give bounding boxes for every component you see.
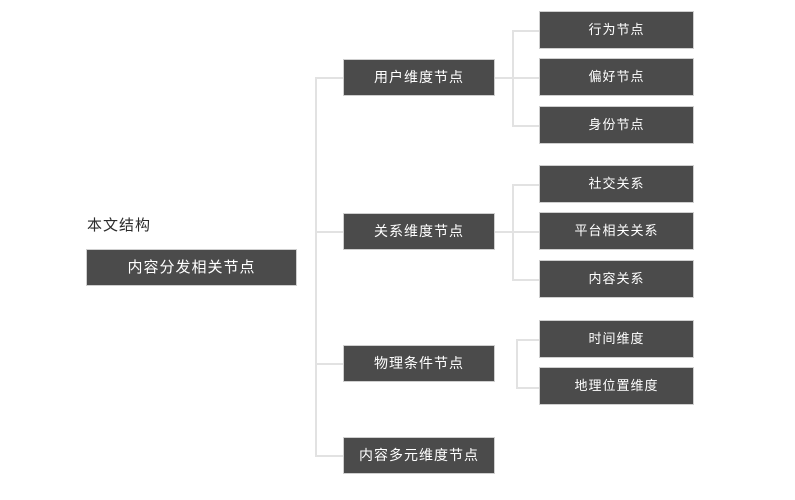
- branch-1-child-stub-1: [512, 30, 539, 32]
- branch-3-child-stub-1: [516, 339, 539, 341]
- branch-node-3[interactable]: 物理条件节点: [343, 345, 495, 382]
- trunk-stub-1: [315, 77, 344, 79]
- branch-2-child-stub-2: [512, 231, 539, 233]
- trunk-vertical-line: [315, 77, 317, 457]
- trunk-stub-4: [315, 455, 344, 457]
- leaf-node-1-3[interactable]: 身份节点: [539, 106, 694, 144]
- trunk-stub-2: [315, 231, 344, 233]
- leaf-node-3-1[interactable]: 时间维度: [539, 320, 694, 358]
- leaf-node-1-1-label: 行为节点: [588, 22, 645, 38]
- branch-2-stub: [495, 231, 512, 233]
- leaf-node-1-3-label: 身份节点: [588, 117, 645, 133]
- root-node-label: 内容分发相关节点: [127, 258, 256, 276]
- branch-node-1-label: 用户维度节点: [374, 69, 464, 86]
- leaf-node-3-2[interactable]: 地理位置维度: [539, 367, 694, 405]
- diagram-caption: 本文结构: [87, 216, 152, 234]
- branch-node-2[interactable]: 关系维度节点: [343, 213, 495, 250]
- branch-1-stub: [495, 77, 512, 79]
- branch-node-2-label: 关系维度节点: [374, 223, 464, 240]
- leaf-node-2-1[interactable]: 社交关系: [539, 165, 694, 203]
- branch-2-child-stub-3: [512, 279, 539, 281]
- leaf-node-1-2-label: 偏好节点: [588, 69, 645, 85]
- leaf-node-2-2[interactable]: 平台相关关系: [539, 212, 694, 250]
- leaf-node-3-1-label: 时间维度: [588, 331, 645, 347]
- root-node[interactable]: 内容分发相关节点: [86, 249, 297, 286]
- branch-1-child-stub-2: [512, 77, 539, 79]
- branch-1-child-stub-3: [512, 125, 539, 127]
- leaf-node-2-1-label: 社交关系: [588, 176, 645, 192]
- leaf-node-2-3-label: 内容关系: [588, 271, 645, 287]
- leaf-node-1-1[interactable]: 行为节点: [539, 11, 694, 49]
- branch-node-3-label: 物理条件节点: [374, 355, 464, 372]
- leaf-node-1-2[interactable]: 偏好节点: [539, 58, 694, 96]
- leaf-node-3-2-label: 地理位置维度: [574, 378, 659, 394]
- branch-node-1[interactable]: 用户维度节点: [343, 59, 495, 96]
- trunk-stub-3: [315, 363, 344, 365]
- branch-3-bracket-vertical: [516, 339, 518, 387]
- leaf-node-2-3[interactable]: 内容关系: [539, 260, 694, 298]
- leaf-node-2-2-label: 平台相关关系: [574, 223, 659, 239]
- branch-node-4-label: 内容多元维度节点: [359, 447, 479, 464]
- branch-3-child-stub-2: [516, 387, 539, 389]
- branch-node-4[interactable]: 内容多元维度节点: [343, 437, 495, 474]
- branch-2-child-stub-1: [512, 184, 539, 186]
